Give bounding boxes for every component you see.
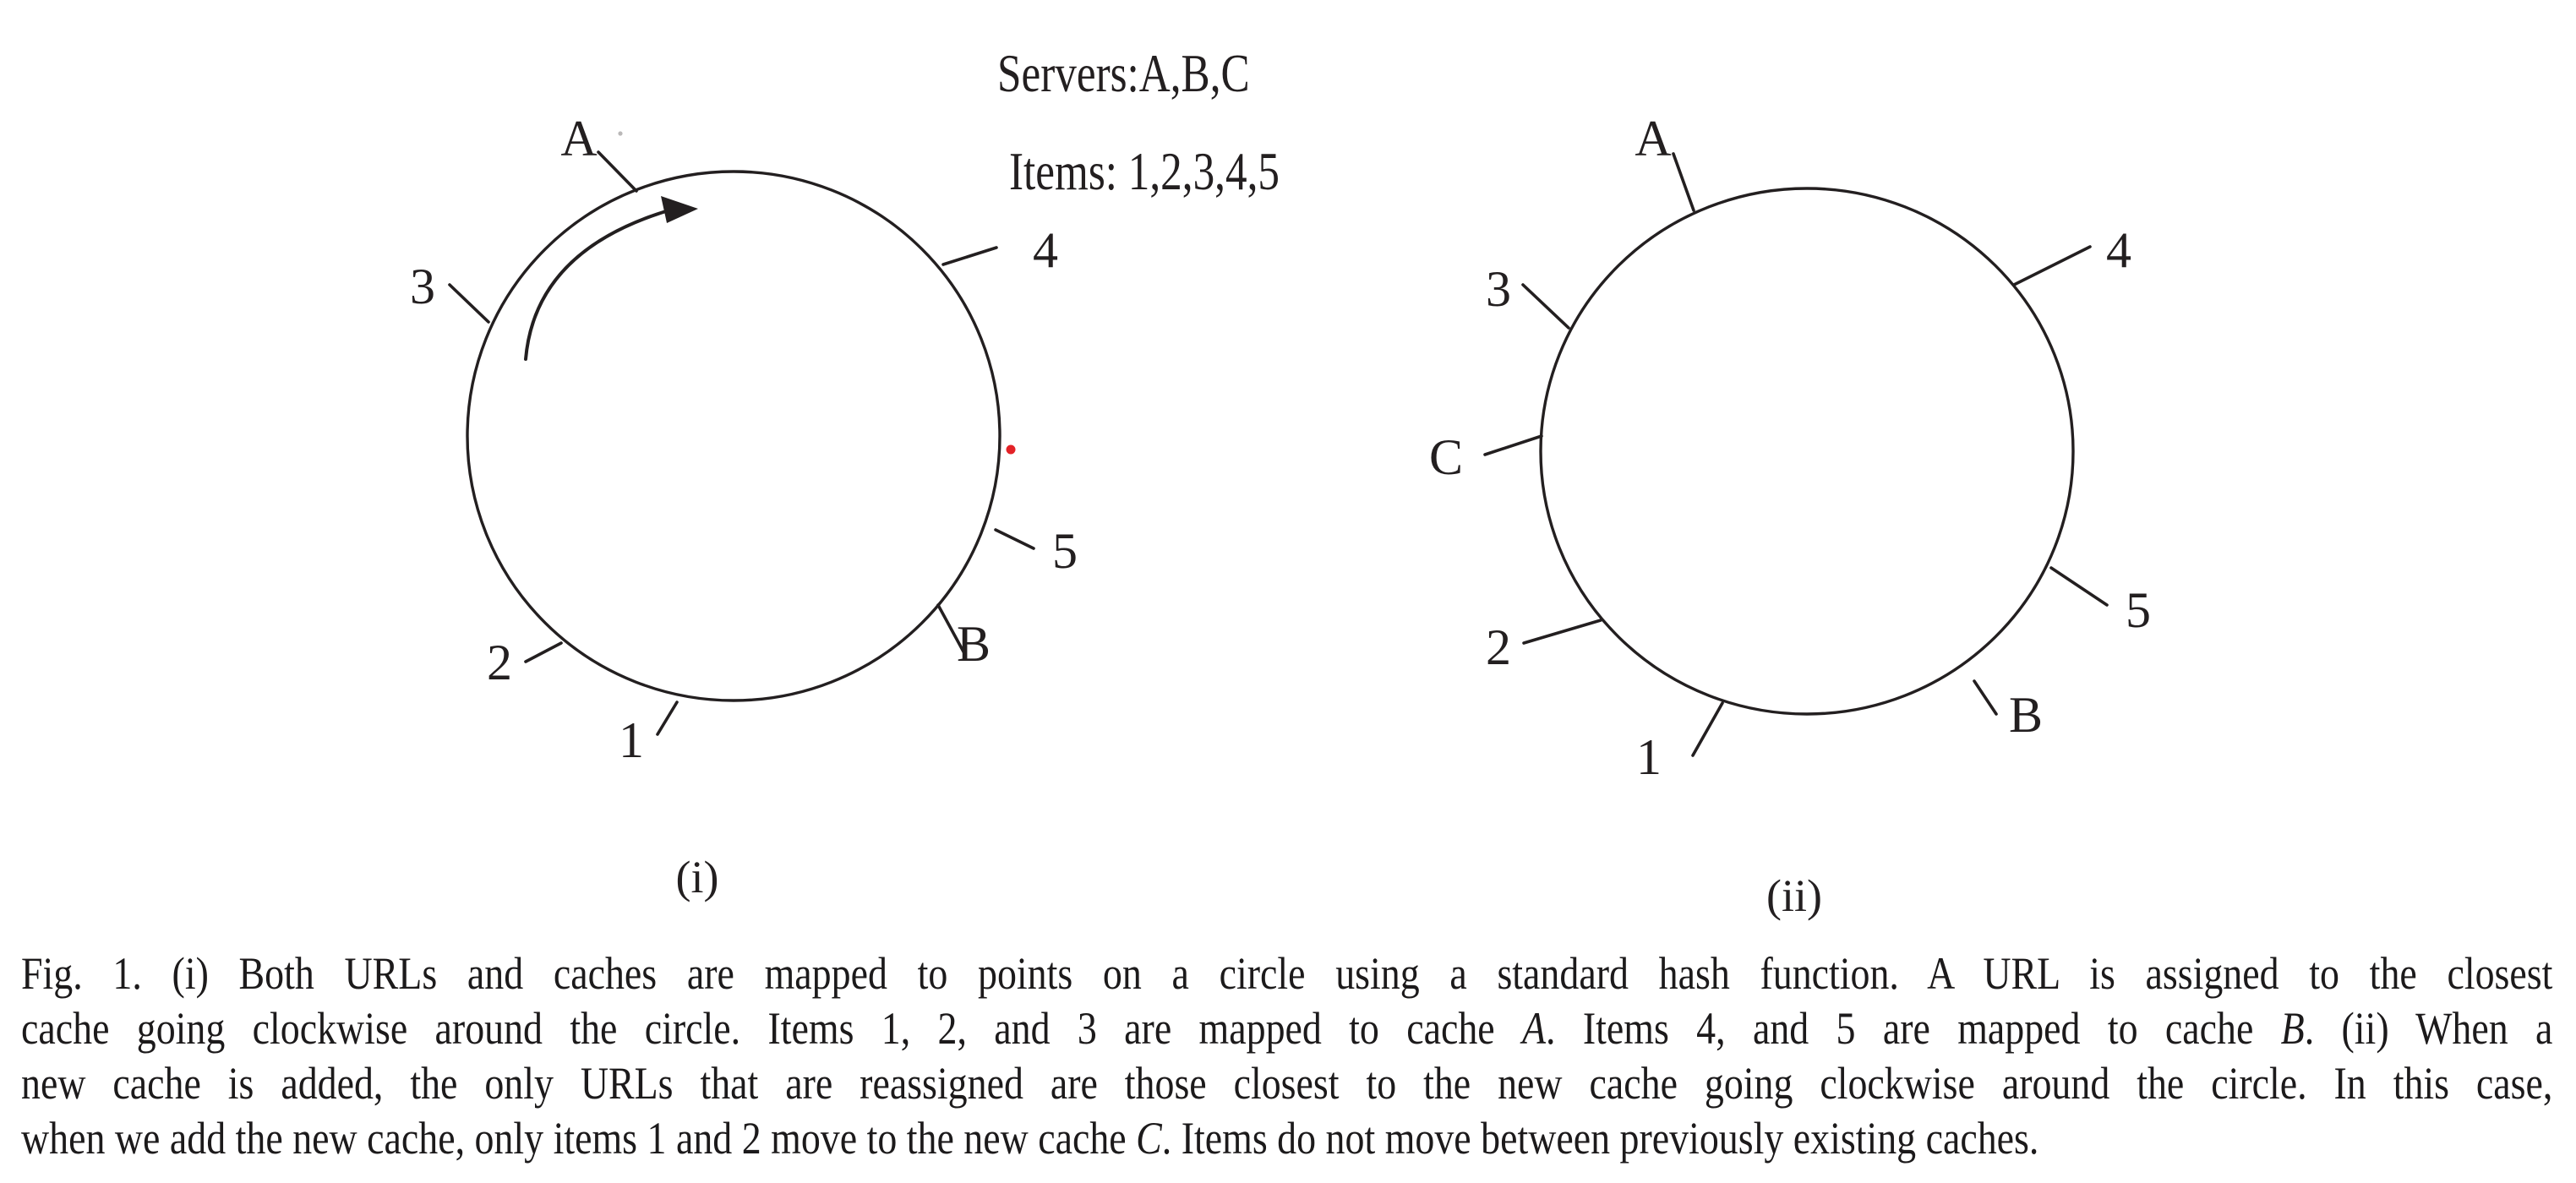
sublabel-i: (i): [676, 852, 719, 902]
label-right-cache-C: C: [1429, 429, 1463, 485]
tick-left-item-2: [524, 641, 563, 663]
red-point-marker: [1006, 444, 1016, 455]
caption-line: when we add the new cache, only items 1 …: [21, 1113, 2039, 1164]
tick-left-item-4: [941, 246, 998, 266]
hash-ring-diagrams: A 3 2 1 4 5 B (i) A 3 C 2 1: [410, 111, 2151, 921]
label-right-item-3: 3: [1486, 261, 1511, 317]
tick-left-cache-B: [936, 603, 966, 655]
clockwise-arrowhead-icon: [661, 196, 698, 223]
label-left-cache-A: A: [560, 111, 597, 166]
tick-right-item-3: [1521, 283, 1570, 330]
label-left-item-4: 4: [1033, 222, 1058, 278]
label-right-cache-A: A: [1635, 111, 1671, 166]
legend-servers: Servers:A,B,C: [997, 43, 1250, 103]
tick-right-item-5: [2049, 566, 2109, 607]
diagram-i: A 3 2 1 4 5 B (i): [410, 111, 1078, 902]
figure-caption: Fig. 1. (i) Both URLs and caches are map…: [21, 946, 2552, 1166]
caption-line: cache going clockwise around the circle.…: [21, 1003, 2553, 1054]
hash-circle-left: [466, 170, 1001, 702]
legend-items: Items: 1,2,3,4,5: [1009, 141, 1280, 201]
tick-right-item-4: [2012, 245, 2092, 286]
caption-line: Fig. 1. (i) Both URLs and caches are map…: [21, 948, 2553, 999]
label-left-cache-B: B: [957, 616, 991, 672]
label-left-item-5: 5: [1052, 523, 1078, 579]
tick-left-cache-A: [597, 150, 638, 193]
hash-circle-right: [1539, 187, 2075, 716]
sublabel-ii: (ii): [1766, 870, 1822, 921]
label-right-cache-B: B: [2009, 687, 2043, 743]
tick-right-cache-B: [1973, 679, 1998, 716]
tick-right-item-2: [1522, 619, 1602, 645]
label-right-item-5: 5: [2126, 582, 2151, 638]
caption-line: new cache is added, the only URLs that a…: [21, 1058, 2553, 1109]
tick-right-cache-A: [1672, 152, 1695, 212]
tick-right-item-1: [1691, 701, 1724, 757]
label-right-item-1: 1: [1636, 729, 1662, 785]
label-left-item-2: 2: [487, 635, 512, 690]
scan-speck: [618, 131, 623, 136]
diagram-ii: A 3 C 2 1 4 5 B (ii): [1429, 111, 2151, 921]
label-right-item-2: 2: [1486, 619, 1511, 675]
tick-left-item-3: [448, 283, 490, 324]
label-left-item-3: 3: [410, 259, 435, 314]
clockwise-arrow-icon: [524, 210, 668, 361]
label-right-item-4: 4: [2106, 222, 2131, 278]
label-left-item-1: 1: [619, 712, 644, 768]
tick-left-item-1: [656, 701, 679, 736]
tick-right-cache-C: [1483, 434, 1543, 456]
tick-left-item-5: [994, 528, 1035, 550]
